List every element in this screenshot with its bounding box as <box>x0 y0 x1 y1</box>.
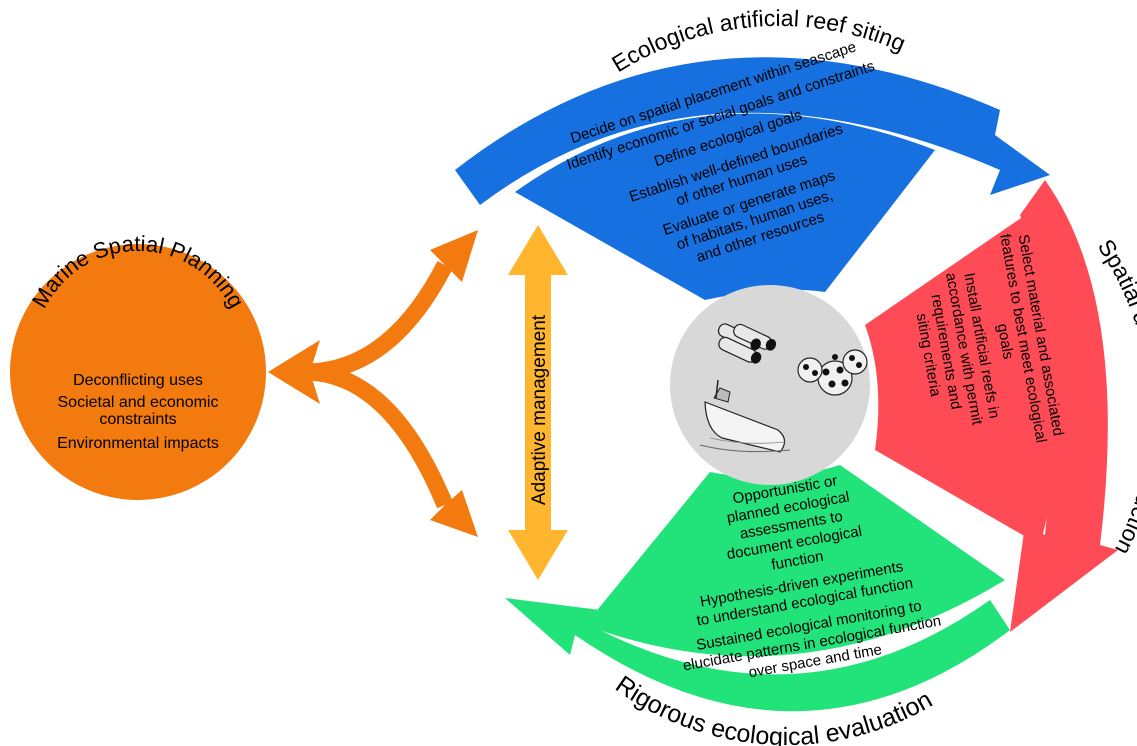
reef-ball-modules-icon <box>797 349 868 396</box>
center-circle <box>670 285 870 485</box>
planning-item-4: Environmental impacts <box>57 435 219 452</box>
concrete-pipes-icon <box>717 323 777 364</box>
planning-link-arrow <box>268 230 478 537</box>
adaptive-arrow: Adaptive management <box>508 225 568 580</box>
planning-item-3: constraints <box>99 411 176 428</box>
adaptive-label: Adaptive management <box>529 314 550 505</box>
planning-item-2: Societal and economic <box>58 394 219 411</box>
design-item-3: goals <box>994 322 1017 360</box>
sunken-ship-icon <box>699 379 791 453</box>
planning-circle: Marine Spatial Planning Deconflicting us… <box>10 231 266 500</box>
design-sector: Select material and associated features … <box>865 205 1067 545</box>
planning-item-1: Deconflicting uses <box>73 372 203 389</box>
